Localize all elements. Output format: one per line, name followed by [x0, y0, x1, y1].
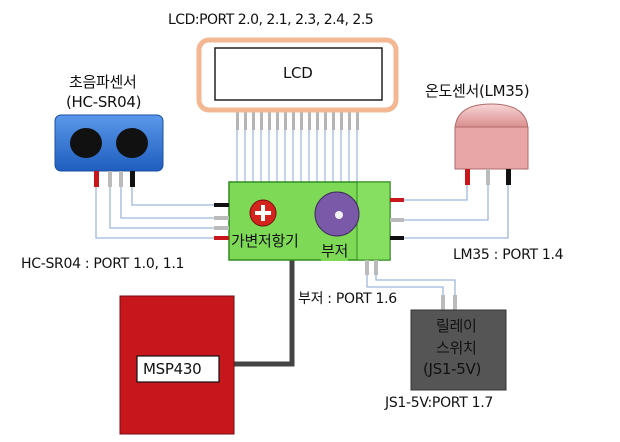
- temp-sensor-wires: [402, 185, 509, 239]
- lcd-pin-wires: [236, 112, 359, 182]
- mcu-label-box: [136, 355, 220, 383]
- board-connector: [356, 181, 391, 261]
- lcd-pin: [244, 112, 247, 130]
- board-right-pins: [390, 198, 404, 240]
- lcd-pin: [268, 112, 271, 130]
- lcd-pin: [308, 112, 311, 130]
- ultrasonic-left-eye: [70, 128, 102, 158]
- temp-port-label: LM35 : PORT 1.4: [453, 247, 564, 263]
- lcd-pin: [332, 112, 335, 130]
- lcd-pin: [348, 112, 351, 130]
- relay-line1: 릴레이: [436, 317, 477, 335]
- mcu-name: MSP430: [143, 360, 202, 378]
- potentiometer-mark-v: [261, 205, 265, 221]
- temp-sensor-name: 온도센서(LM35): [425, 82, 530, 100]
- lcd-pin: [260, 112, 263, 130]
- lcd-pin: [316, 112, 319, 130]
- lcd-pin: [236, 112, 239, 130]
- ultrasonic-pins: [94, 171, 135, 187]
- ultrasonic-port-label: HC-SR04 : PORT 1.0, 1.1: [21, 256, 185, 272]
- ultrasonic-model: (HC-SR04): [66, 93, 142, 111]
- temp-sensor-pins: [465, 169, 511, 185]
- lcd-port-label: LCD:PORT 2.0, 2.1, 2.3, 2.4, 2.5: [168, 12, 374, 28]
- buzzer-center: [335, 211, 343, 219]
- ultrasonic-name: 초음파센서: [69, 73, 137, 91]
- lcd-pin: [292, 112, 295, 130]
- lcd-pin: [252, 112, 255, 130]
- relay-wires: [366, 275, 456, 300]
- buzzer-mcu-wire: [233, 250, 295, 367]
- relay-line2: 스위치: [436, 339, 477, 357]
- board-left-pins: [214, 203, 229, 240]
- relay-line3: (JS1-5V): [423, 360, 482, 378]
- buzzer-label: 부저: [321, 240, 349, 261]
- temp-sensor-dome: [454, 103, 529, 129]
- lcd-pin: [276, 112, 279, 130]
- lcd-name: LCD: [283, 64, 313, 82]
- lcd-pin: [356, 112, 359, 130]
- lcd-pin: [340, 112, 343, 130]
- temp-sensor-body: [454, 126, 529, 170]
- buzzer-port-label: 부저 : PORT 1.6: [298, 288, 397, 308]
- relay-pins: [441, 295, 457, 310]
- lcd-pin: [324, 112, 327, 130]
- board-bottom-pins: [365, 260, 378, 275]
- lcd-screen: [214, 47, 383, 101]
- ultrasonic-wires: [95, 187, 218, 239]
- lcd-pin: [284, 112, 287, 130]
- lcd-pin: [300, 112, 303, 130]
- potentiometer-label: 가변저항기: [231, 230, 299, 251]
- ultrasonic-right-eye: [116, 128, 148, 158]
- relay-switch: [410, 309, 507, 391]
- relay-port-label: JS1-5V:PORT 1.7: [385, 395, 493, 411]
